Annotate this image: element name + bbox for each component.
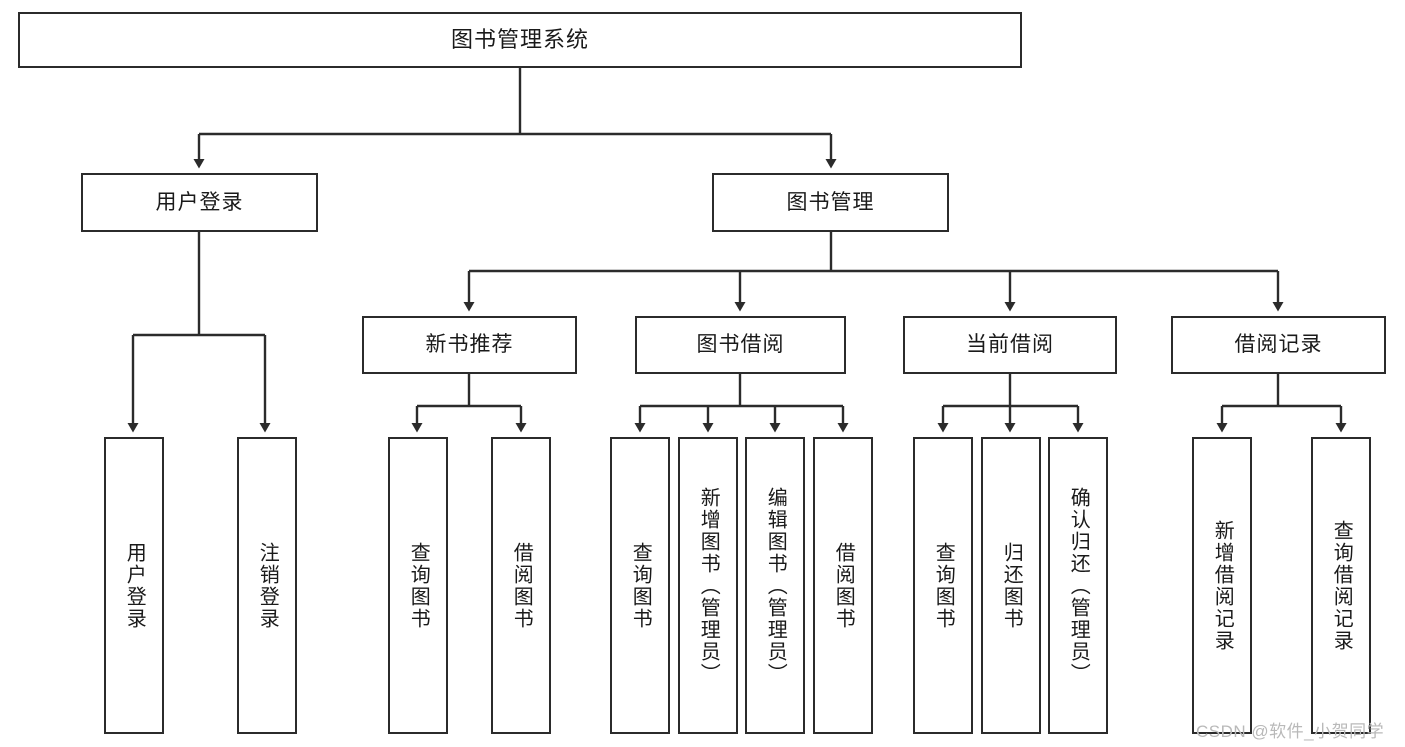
node-root-system[interactable]: 图书管理系统 xyxy=(18,12,1022,68)
node-label: 当前借阅 xyxy=(966,333,1054,357)
node-user-login[interactable]: 用户登录 xyxy=(81,173,318,232)
node-leaf-add-book-admin[interactable]: 新增图书（管理员） xyxy=(678,437,738,734)
node-current-borrow[interactable]: 当前借阅 xyxy=(903,316,1117,374)
node-leaf-query-book-recommend[interactable]: 查询图书 xyxy=(388,437,448,734)
node-label: 用户登录 xyxy=(155,190,244,214)
node-label: 用户登录 xyxy=(123,541,146,630)
node-leaf-query-borrow-record[interactable]: 查询借阅记录 xyxy=(1311,437,1371,734)
node-label: 查询图书 xyxy=(629,541,652,630)
node-leaf-logout[interactable]: 注销登录 xyxy=(237,437,297,734)
node-leaf-return-book[interactable]: 归还图书 xyxy=(981,437,1041,734)
node-label: 图书管理 xyxy=(786,190,875,214)
node-label: 归还图书 xyxy=(1000,541,1023,630)
node-leaf-query-book-borrow[interactable]: 查询图书 xyxy=(610,437,670,734)
node-label: 借阅图书 xyxy=(832,541,855,630)
node-label: 编辑图书（管理员） xyxy=(764,486,787,685)
node-book-borrow[interactable]: 图书借阅 xyxy=(635,316,846,374)
node-label: 查询图书 xyxy=(407,541,430,630)
node-label: 注销登录 xyxy=(256,541,279,630)
node-label: 新书推荐 xyxy=(425,333,514,357)
node-borrow-record[interactable]: 借阅记录 xyxy=(1171,316,1386,374)
node-book-management[interactable]: 图书管理 xyxy=(712,173,949,232)
watermark-text: CSDN @软件_小贺同学 xyxy=(1196,722,1385,741)
node-label: 新增图书（管理员） xyxy=(697,486,720,685)
node-label: 查询图书 xyxy=(932,541,955,630)
node-label: 新增借阅记录 xyxy=(1211,519,1234,652)
node-label: 图书管理系统 xyxy=(450,26,589,52)
node-leaf-borrow-book[interactable]: 借阅图书 xyxy=(813,437,873,734)
node-label: 图书借阅 xyxy=(696,333,785,357)
node-leaf-add-borrow-record[interactable]: 新增借阅记录 xyxy=(1192,437,1252,734)
node-label: 查询借阅记录 xyxy=(1330,519,1353,652)
node-leaf-borrow-book-recommend[interactable]: 借阅图书 xyxy=(491,437,551,734)
node-leaf-edit-book-admin[interactable]: 编辑图书（管理员） xyxy=(745,437,805,734)
node-leaf-query-book-current[interactable]: 查询图书 xyxy=(913,437,973,734)
node-label: 借阅图书 xyxy=(510,541,533,630)
node-new-book-recommend[interactable]: 新书推荐 xyxy=(362,316,577,374)
node-label: 借阅记录 xyxy=(1234,333,1323,357)
node-leaf-confirm-return-admin[interactable]: 确认归还（管理员） xyxy=(1048,437,1108,734)
node-label: 确认归还（管理员） xyxy=(1067,486,1090,685)
node-leaf-user-login[interactable]: 用户登录 xyxy=(104,437,164,734)
